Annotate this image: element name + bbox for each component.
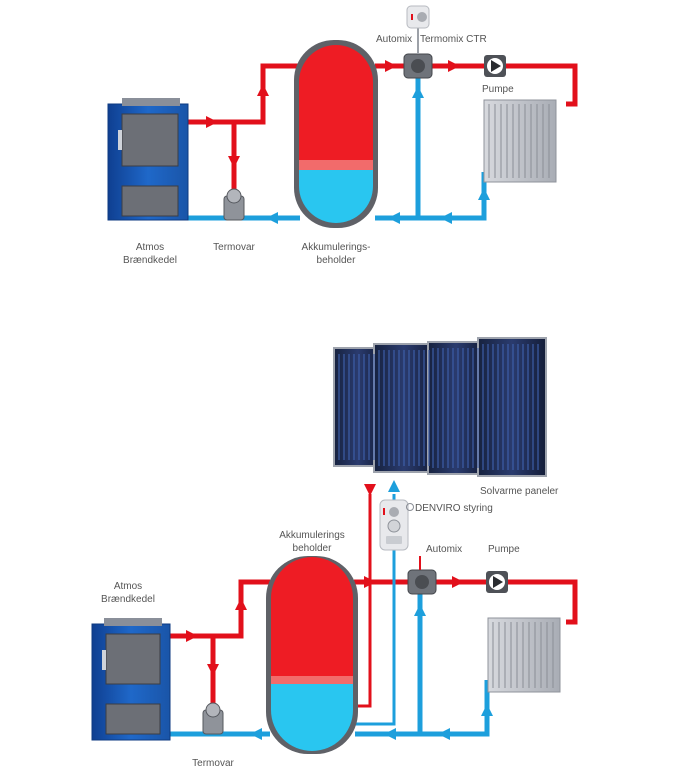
radiator-fins [492,622,554,688]
gear-icon [406,503,414,511]
arrowhead-icon [438,728,450,740]
controller-dial [417,12,427,22]
solar-panel-icon [427,341,485,475]
bottom-pump [486,571,508,593]
controller-dial [389,507,399,517]
bottom-boiler [91,618,171,741]
boiler-top [104,618,162,626]
arrowhead-icon [388,212,400,224]
top-radiator [483,99,557,183]
arrowhead-icon [414,604,426,616]
top-boiler-label-line1: Atmos [136,242,164,253]
bottom-boiler-label-line2: Brændkedel [101,594,155,605]
arrowhead-icon [207,664,219,676]
arrowhead-icon [384,728,396,740]
bottom-boiler-label-line1: Atmos [114,581,142,592]
tank-transition [299,160,373,170]
arrowhead-icon [266,212,278,224]
radiator-icon [483,99,557,183]
valve-knob [411,59,425,73]
pump-arrow [491,60,501,72]
bottom-termovar-label: Termovar [192,758,234,769]
arrowhead-icon [440,212,452,224]
arrowhead-icon [412,86,424,98]
tank-cold-section [299,170,373,223]
bottom-tank [266,556,358,754]
radiator-icon [487,617,561,693]
tank-hot-section [299,45,373,164]
arrowhead-icon [250,728,262,740]
boiler-upper-door [105,633,161,685]
arrowhead-icon [364,484,376,496]
pump-arrow [493,576,503,588]
arrowhead-icon [235,598,247,610]
controller-gauge [387,519,401,533]
arrowhead-icon [364,576,376,588]
top-cold-pipe-return [375,172,487,221]
arrowhead-icon [478,188,490,200]
top-pump [484,55,506,77]
bottom-pump-label: Pumpe [488,544,520,555]
arrowhead-icon [481,704,493,716]
bottom-termovar-valve [202,702,224,735]
panel-tubes [338,344,539,470]
top-automix [403,5,433,79]
bottom-hot-pipe-solar-down [355,494,372,708]
top-tank-label-line2: beholder [317,255,357,266]
boiler-upper-door [121,113,179,167]
tank-transition [271,676,353,684]
boiler-top [122,98,180,106]
top-automix-label: Automix [376,34,412,45]
solar-panels [333,337,547,477]
arrowhead-icon [257,84,269,96]
boiler-handle [102,650,106,670]
top-pump-label: Pumpe [482,84,514,95]
denviro-label: DENVIRO styring [415,503,493,514]
top-termomix-label: Termomix CTR [420,34,487,45]
bottom-automix-label: Automix [426,544,462,555]
arrowhead-icon [186,630,198,642]
denviro-controller [379,499,414,551]
top-boiler-label-line2: Brændkedel [123,255,177,266]
bottom-system: Solvarme paneler [91,337,578,769]
arrowhead-icon [448,60,460,72]
boiler-lower-door [121,185,179,217]
top-termovar-valve [223,188,245,221]
top-system: Atmos Brændkedel Termovar Akkumulerings-… [107,5,578,266]
top-boiler [107,98,189,221]
top-arrows [206,60,490,224]
boiler-handle [118,130,122,150]
bottom-tank-label-line1: Akkumulerings [279,530,345,541]
bottom-tank-label-line2: beholder [293,543,333,554]
bottom-hot-pipe-boiler-out [170,579,270,639]
arrowhead-icon [452,576,464,588]
arrowhead-icon [228,156,240,168]
arrowhead-icon [206,116,218,128]
controller-display [386,536,402,544]
bottom-arrows [186,480,493,740]
boiler-lower-door [105,703,161,735]
panels-label: Solvarme paneler [480,486,559,497]
top-hot-pipe-boiler-out [186,63,300,125]
bottom-cold-pipe-solar-up [355,494,396,726]
controller-led [383,508,385,515]
bottom-automix [407,556,437,595]
arrowhead-icon [388,480,400,492]
controller-led [411,14,413,20]
valve-knob [415,575,429,589]
top-tank-label-line1: Akkumulerings- [302,242,371,253]
valve-knob [205,702,221,718]
tank-cold-section [271,684,353,751]
top-termovar-label: Termovar [213,242,255,253]
tank-hot-section [271,557,353,678]
top-tank [294,40,378,228]
bottom-cold-pipe-return [355,680,490,737]
valve-knob [226,188,242,204]
bottom-radiator [487,617,561,693]
arrowhead-icon [385,60,397,72]
radiator-fins [488,104,550,178]
solar-panel-icon [477,337,547,477]
